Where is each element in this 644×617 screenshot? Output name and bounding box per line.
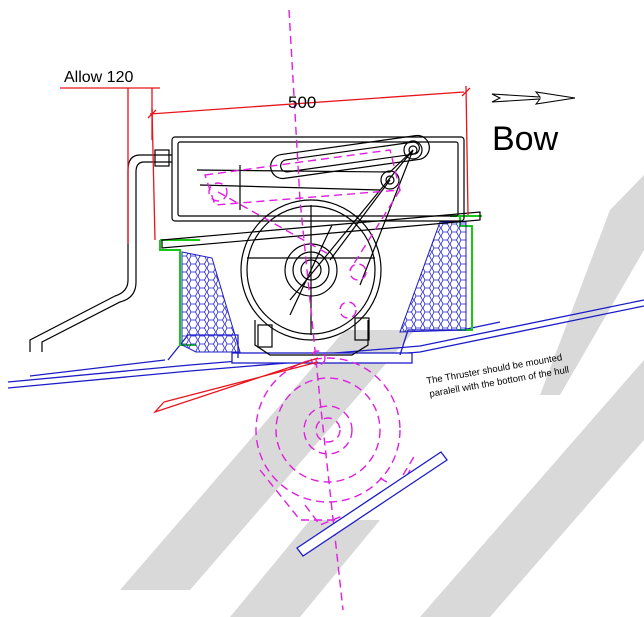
tilted-mounting-plate bbox=[296, 451, 448, 557]
watermark-band-2 bbox=[420, 360, 644, 617]
tilted-drive-foot bbox=[304, 469, 411, 526]
hull-bottom-line-left-tail bbox=[29, 359, 166, 377]
tilted-arm bbox=[204, 149, 401, 206]
width-500-ext-left bbox=[151, 107, 156, 241]
feed-pipe-inner bbox=[41, 161, 172, 352]
pivot-upper bbox=[403, 140, 423, 160]
linkage-arm bbox=[196, 149, 414, 210]
drive-foot-left bbox=[257, 324, 273, 348]
motor-housing-inner bbox=[177, 141, 459, 217]
tilted-small-gear-2 bbox=[339, 301, 357, 319]
bow-arrow bbox=[491, 91, 576, 105]
watermark-band-4 bbox=[230, 520, 380, 617]
pivot-upper-hole bbox=[408, 145, 418, 155]
tilted-arm-link bbox=[217, 189, 401, 271]
tilted-position bbox=[204, 9, 416, 611]
width-500-ext-right bbox=[465, 85, 469, 216]
lever-slot-inner bbox=[280, 141, 420, 173]
tilted-drive-hub bbox=[303, 405, 353, 455]
direction-label: Bow bbox=[492, 120, 559, 158]
watermark-band-3 bbox=[470, 175, 644, 395]
bow-arrow-shape bbox=[491, 91, 576, 105]
tilted-drive-outer bbox=[255, 357, 401, 503]
tilted-joint bbox=[310, 350, 326, 366]
drive-wheel-outer bbox=[240, 199, 382, 341]
drive-lower-frame bbox=[254, 320, 369, 356]
tilt-angle-marker bbox=[152, 357, 319, 414]
dimension-lines bbox=[60, 85, 471, 414]
allow-label: Allow 120 bbox=[64, 69, 133, 86]
width-dimension-label: 500 bbox=[288, 93, 316, 112]
right-hex-mesh bbox=[399, 221, 467, 333]
pivot-lower bbox=[380, 170, 400, 190]
watermark bbox=[120, 175, 644, 617]
tilted-plate bbox=[296, 451, 448, 557]
width-500-tick-left bbox=[147, 109, 157, 119]
feed-pipe-outer bbox=[29, 154, 172, 352]
tilted-drive-rim bbox=[275, 377, 381, 483]
feed-pipe bbox=[29, 149, 172, 352]
drive-foot-right bbox=[354, 317, 370, 341]
tilted-small-gear-1 bbox=[349, 263, 367, 281]
pivot-lower-hole bbox=[385, 175, 395, 185]
width-500-dimension bbox=[149, 91, 465, 115]
thruster-housing bbox=[161, 134, 481, 356]
feed-pipe-connector bbox=[154, 149, 170, 167]
lever-slot bbox=[270, 134, 430, 180]
tilted-drive-core bbox=[315, 417, 341, 443]
watermark-band-1 bbox=[120, 330, 415, 590]
housing-base-flange bbox=[161, 211, 481, 249]
tilted-pivot bbox=[208, 182, 228, 202]
motor-housing-box bbox=[171, 136, 465, 222]
left-hex-mesh bbox=[181, 251, 241, 353]
width-500-tick-right bbox=[461, 87, 471, 97]
centerline-axis bbox=[288, 9, 344, 611]
